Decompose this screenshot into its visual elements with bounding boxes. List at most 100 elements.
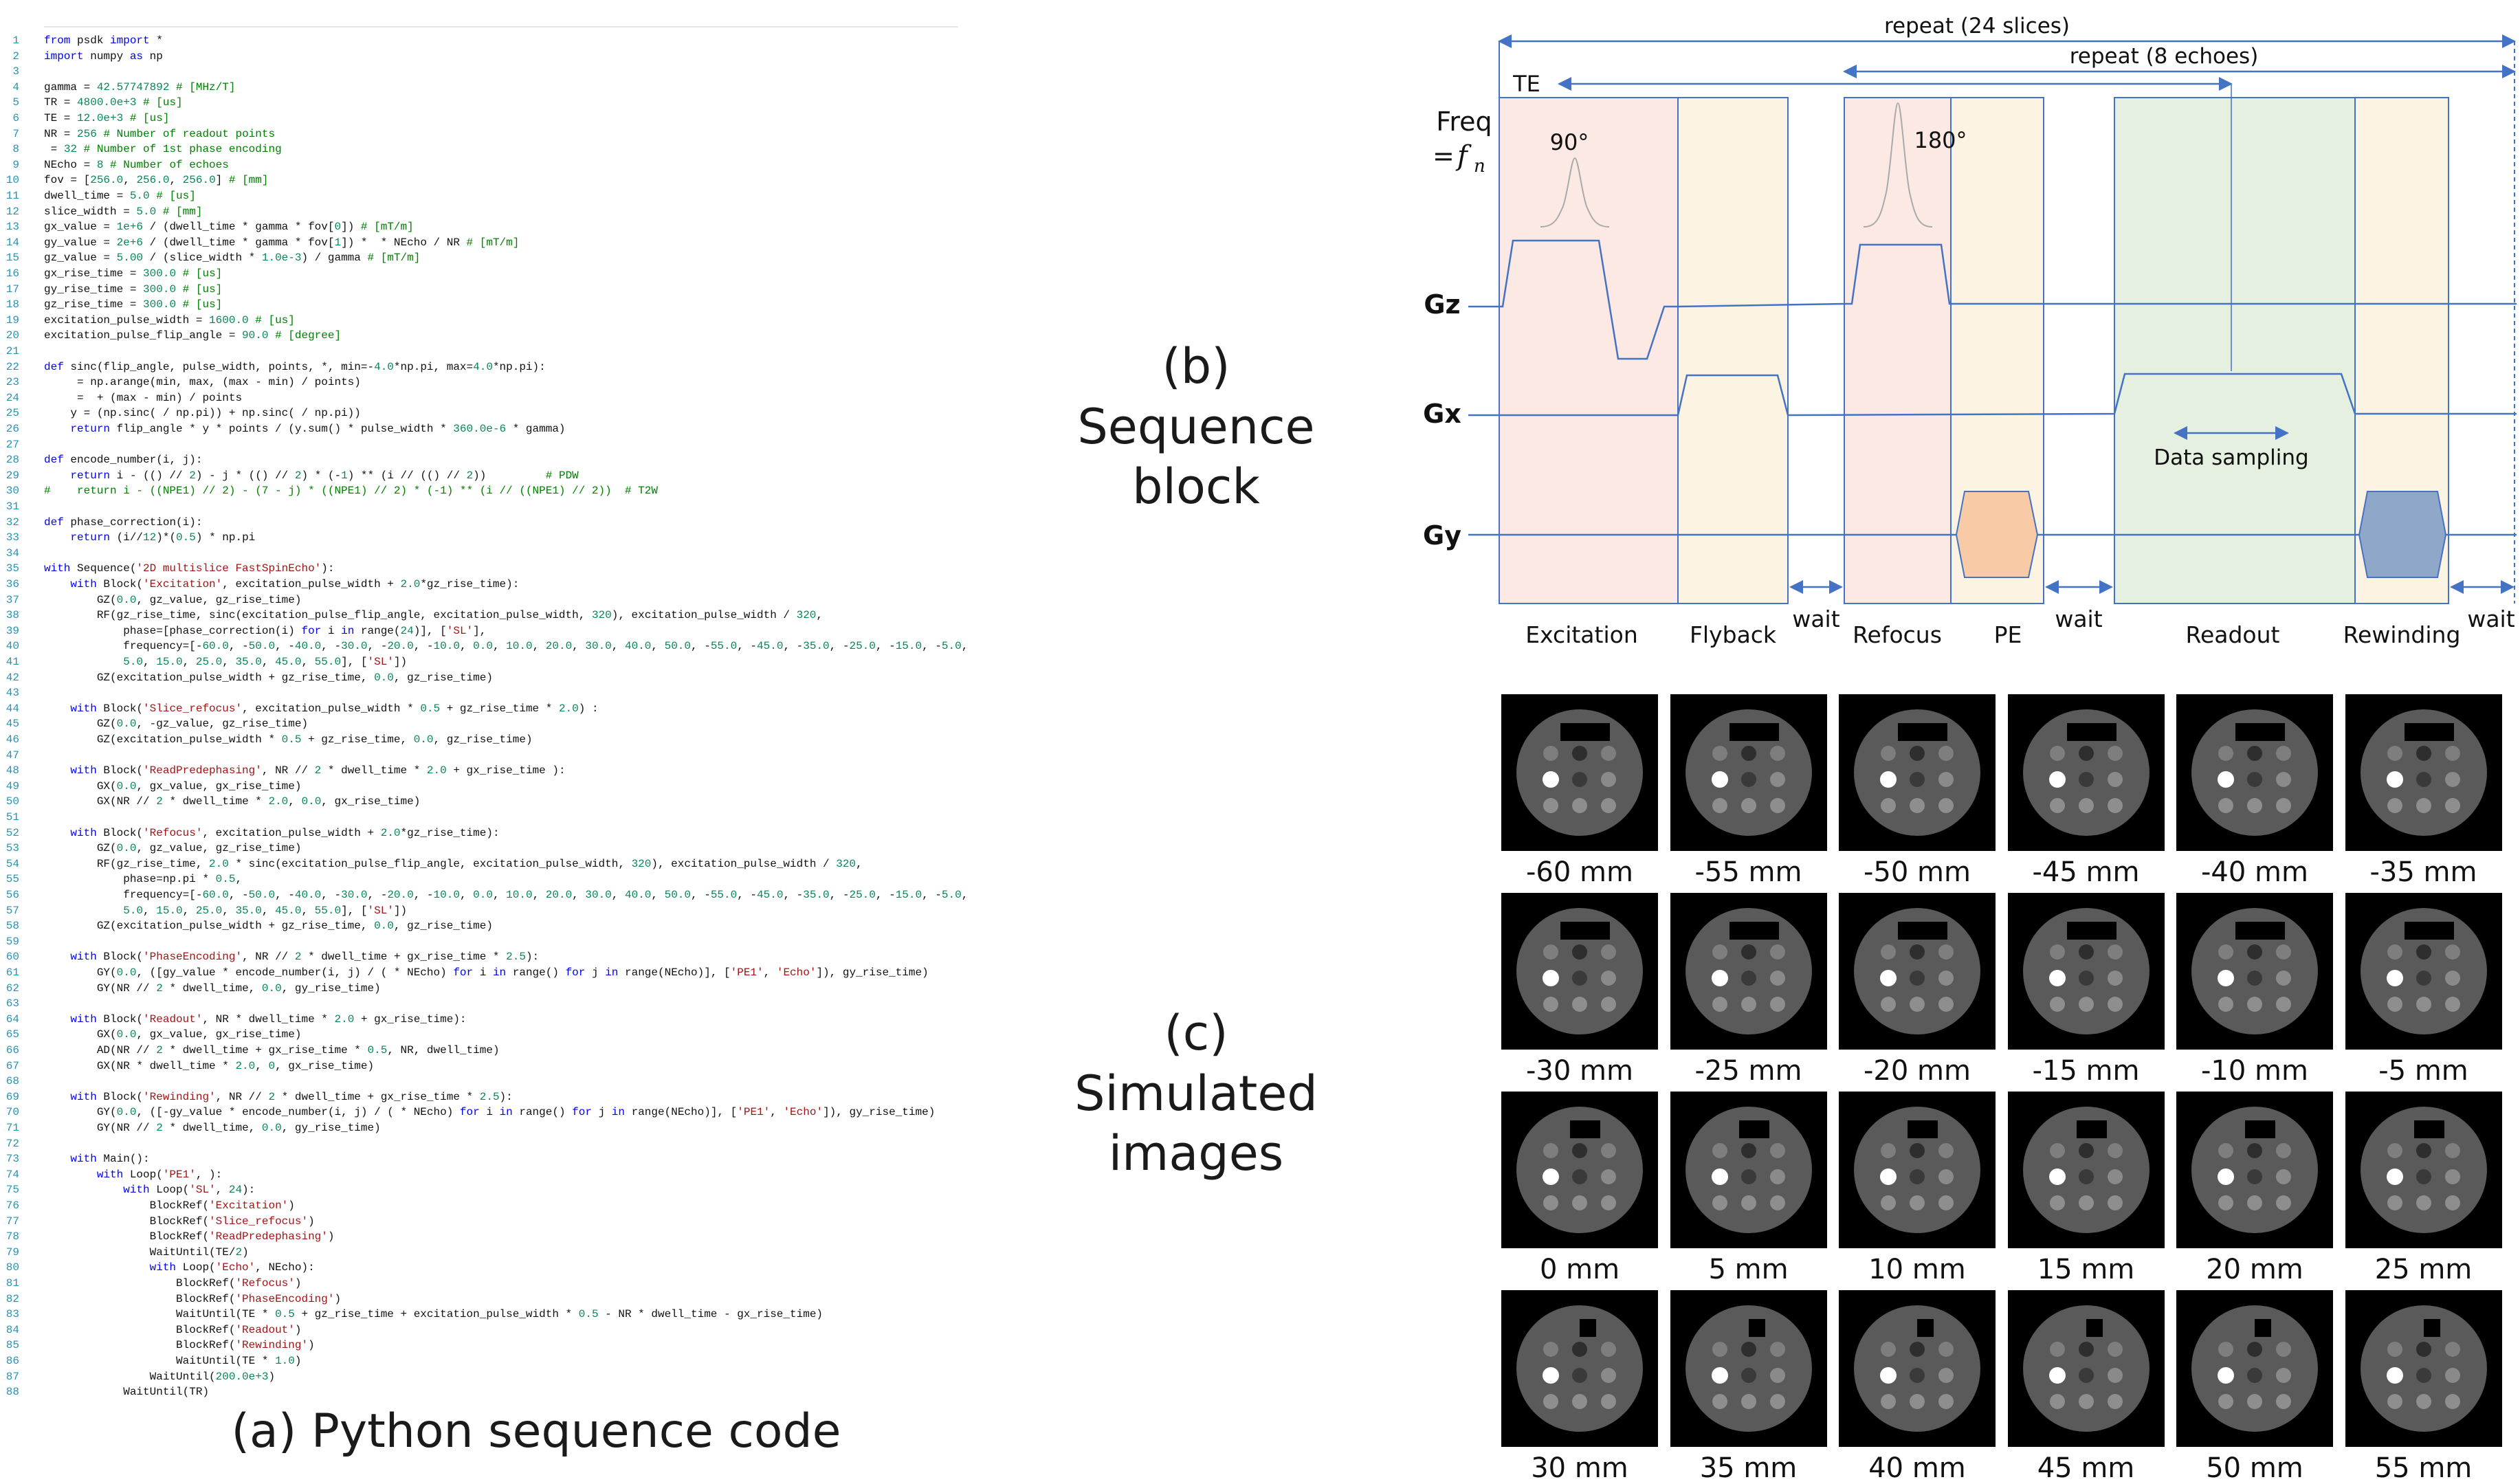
line-number: 52 [5, 826, 19, 839]
line-number: 44 [5, 702, 19, 715]
code-line: 44 with Block('Slice_refocus', excitatio… [0, 701, 599, 717]
line-number: 72 [5, 1137, 19, 1150]
line-number: 60 [5, 951, 19, 964]
phantom-image [1670, 1092, 1827, 1248]
line-number: 24 [5, 391, 19, 404]
line-number: 54 [5, 857, 19, 870]
slice-image-cell: 40 mm [1839, 1290, 1996, 1484]
line-number: 87 [5, 1370, 19, 1383]
code-text: excitation_pulse_flip_angle = 90.0 # [de… [44, 329, 342, 342]
line-number: 20 [5, 329, 19, 342]
flyback-label: Flyback [1690, 621, 1777, 648]
slice-image-cell: -55 mm [1670, 694, 1827, 888]
line-number: 21 [5, 345, 19, 357]
phase-encoding-lobe [1955, 491, 2039, 578]
rf-90-label: 90° [1550, 129, 1589, 155]
line-number: 38 [5, 609, 19, 622]
freq-variable: f [1455, 140, 1472, 172]
code-line: 69 with Block('Rewinding', NR // 2 * dwe… [0, 1089, 513, 1105]
code-line: 62 GY(NR // 2 * dwell_time, 0.0, gy_rise… [0, 981, 381, 997]
slice-image-cell: -35 mm [2345, 694, 2502, 888]
gy-label: Gy [1423, 520, 1461, 551]
line-number: 51 [5, 811, 19, 823]
te-label: TE [1512, 71, 1540, 97]
line-number: 56 [5, 889, 19, 901]
slice-position-label: -35 mm [2369, 856, 2477, 888]
rf-180-label: 180° [1914, 127, 1967, 153]
line-number: 22 [5, 360, 19, 373]
freq-equals: = [1433, 141, 1455, 171]
line-number: 1 [12, 34, 19, 47]
code-text: GZ(0.0, gz_value, gz_rise_time) [44, 842, 302, 855]
slice-position-label: 45 mm [2037, 1452, 2135, 1484]
code-line: 40 frequency=[-60.0, -50.0, -40.0, -30.0… [0, 639, 969, 654]
caption-c-line1: (c) Simulated [1074, 1005, 1318, 1122]
code-line: 33 return (i//12)*(0.5) * np.pi [0, 530, 255, 546]
flyback-block [1677, 97, 1789, 604]
code-text: BlockRef('Rewinding') [44, 1339, 315, 1352]
code-line: 51 [0, 810, 44, 826]
slice-image-cell: -10 mm [2176, 893, 2333, 1087]
code-text: WaitUntil(TE/2) [44, 1245, 249, 1259]
line-number: 77 [5, 1215, 19, 1228]
slice-position-label: -55 mm [1694, 856, 1802, 888]
line-number: 79 [5, 1245, 19, 1259]
slice-position-label: -10 mm [2201, 1055, 2308, 1087]
code-line: 37 GZ(0.0, gz_value, gz_rise_time) [0, 593, 302, 608]
repeat-slices-label: repeat (24 slices) [1884, 14, 2070, 38]
gx-label: Gx [1423, 399, 1461, 429]
code-line: 82 BlockRef('PhaseEncoding') [0, 1292, 341, 1307]
code-line: 64 with Block('Readout', NR * dwell_time… [0, 1012, 467, 1028]
code-text: with Block('Refocus', excitation_pulse_w… [70, 826, 500, 839]
code-text: TR = 4800.0e+3 # [us] [44, 96, 183, 109]
slice-position-label: -45 mm [2032, 856, 2140, 888]
wait-label-2: wait [2055, 606, 2102, 632]
code-text: y = (np.sinc( / np.pi)) + np.sinc( / np.… [44, 407, 361, 420]
slice-image-cell: 5 mm [1670, 1092, 1827, 1285]
code-line: 73 with Main(): [0, 1151, 150, 1167]
code-text: TE = 12.0e+3 # [us] [44, 112, 170, 124]
line-number: 66 [5, 1044, 19, 1056]
code-text: GZ(0.0, gz_value, gz_rise_time) [44, 593, 302, 606]
slice-image-cell: 20 mm [2176, 1092, 2333, 1285]
line-number: 47 [5, 749, 19, 762]
line-number: 88 [5, 1386, 19, 1399]
freq-subscript: n [1474, 156, 1485, 177]
line-number: 53 [5, 842, 19, 855]
code-line: 47 [0, 748, 44, 764]
slice-position-label: -40 mm [2201, 856, 2308, 888]
line-number: 82 [5, 1292, 19, 1305]
code-line: 39 phase=[phase_correction(i) for i in r… [0, 623, 487, 639]
slice-position-label: 55 mm [2374, 1452, 2473, 1484]
code-line: 71 GY(NR // 2 * dwell_time, 0.0, gy_rise… [0, 1120, 381, 1136]
code-text: BlockRef('Excitation') [44, 1199, 295, 1212]
code-line: 45 GZ(0.0, -gz_value, gz_rise_time) [0, 716, 308, 732]
code-line: 67 GX(NR * dwell_time * 2.0, 0, gx_rise_… [0, 1059, 374, 1074]
line-number: 69 [5, 1090, 19, 1103]
code-text: frequency=[-60.0, -50.0, -40.0, -30.0, -… [44, 640, 969, 653]
line-number: 15 [5, 252, 19, 265]
code-text: WaitUntil(TE * 1.0) [44, 1355, 302, 1367]
slice-image-cell: -15 mm [2007, 893, 2165, 1087]
slice-image-cell: -20 mm [1839, 893, 1996, 1087]
phantom-image [1501, 694, 1658, 851]
code-line: 34 [0, 546, 44, 562]
slice-position-label: -60 mm [1526, 856, 1633, 888]
wait-label-1: wait [1792, 606, 1839, 632]
code-line: 72 [0, 1136, 44, 1152]
phantom-image [1670, 1290, 1827, 1447]
code-line: 87 WaitUntil(200.0e+3) [0, 1369, 275, 1385]
phantom-image [2176, 694, 2333, 851]
code-text: excitation_pulse_width = 1600.0 # [us] [44, 313, 295, 326]
excitation-block [1499, 97, 1679, 604]
code-line: 77 BlockRef('Slice_refocus') [0, 1214, 315, 1230]
line-number: 49 [5, 779, 19, 793]
code-text: WaitUntil(TR) [44, 1386, 210, 1399]
slice-position-label: -30 mm [1526, 1055, 1633, 1087]
slice-position-label: 10 mm [1868, 1254, 1966, 1285]
line-number: 6 [12, 112, 19, 124]
